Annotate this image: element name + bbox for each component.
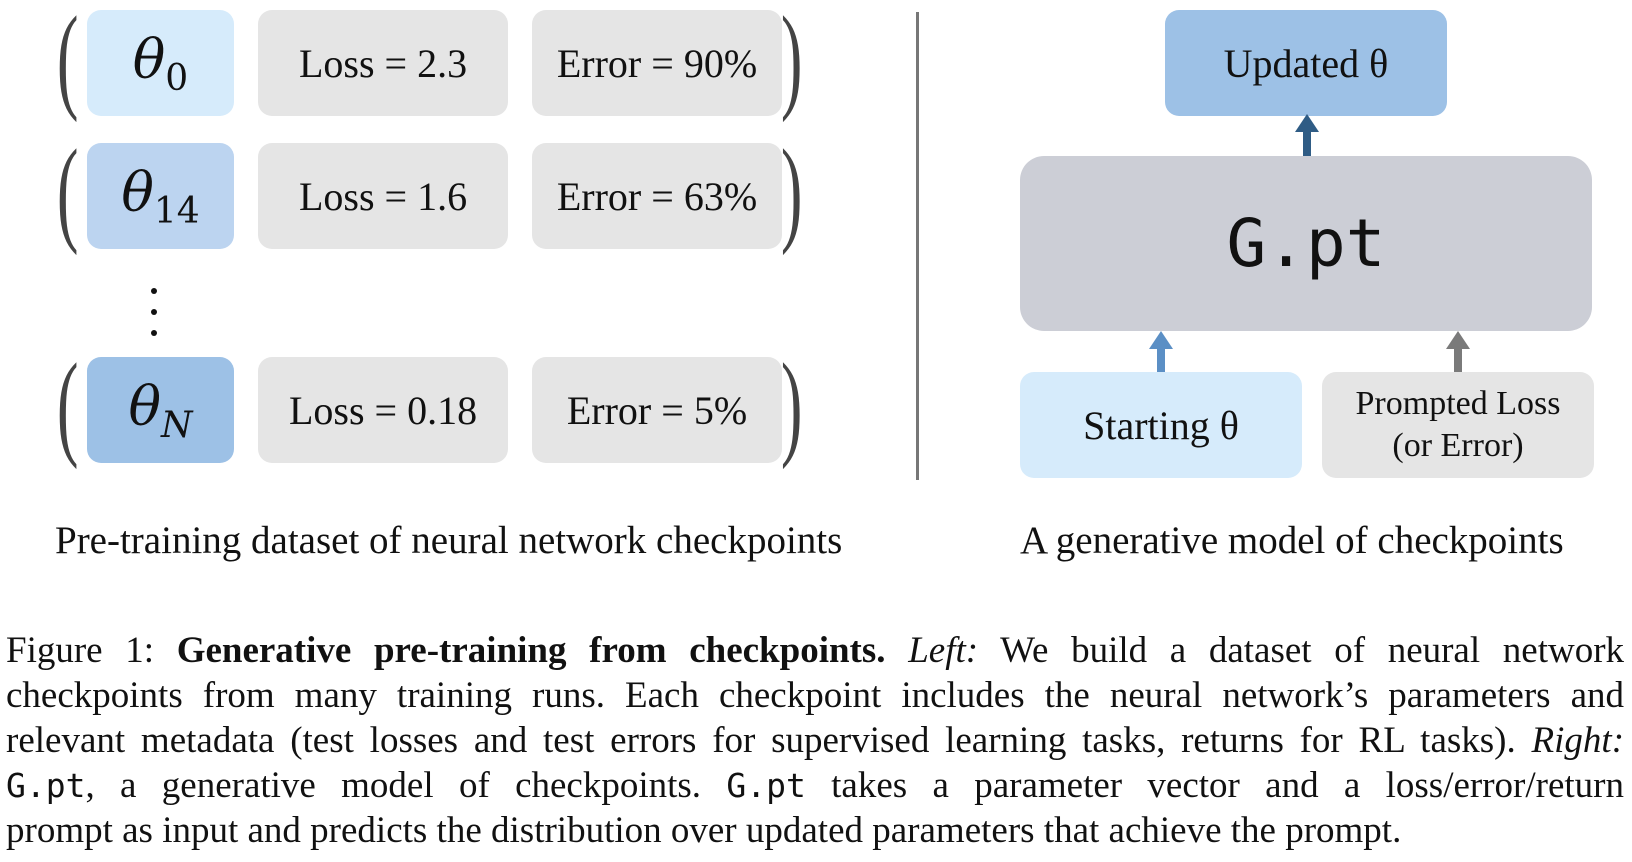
prompted-loss-label: Prompted Loss bbox=[1355, 385, 1561, 422]
left-paren: ( bbox=[56, 125, 79, 256]
prompted-error-label: (or Error) bbox=[1392, 427, 1524, 464]
theta-14-box: θ14 bbox=[87, 143, 234, 249]
loss-box: Loss = 0.18 bbox=[258, 357, 508, 463]
right-paren: ) bbox=[780, 0, 803, 123]
loss-box: Loss = 2.3 bbox=[258, 10, 508, 116]
right-panel-caption: A generative model of checkpoints bbox=[1020, 519, 1564, 562]
right-paren: ) bbox=[780, 339, 803, 470]
loss-box: Loss = 1.6 bbox=[258, 143, 508, 249]
left-panel-caption: Pre-training dataset of neural network c… bbox=[55, 519, 843, 562]
theta-0-box: θ0 bbox=[87, 10, 234, 116]
caption-line-1: Figure 1: Generative pre-training from c… bbox=[6, 630, 1625, 671]
prompted-loss-box: Prompted Loss (or Error) bbox=[1322, 372, 1594, 478]
checkpoint-row-n: ( θN Loss = 0.18 Error = 5% ) bbox=[50, 346, 810, 465]
up-arrow-theta-icon bbox=[1149, 331, 1173, 372]
theta-n-label: θN bbox=[128, 374, 193, 446]
up-arrow-prompt-icon bbox=[1446, 331, 1470, 372]
error-box: Error = 5% bbox=[532, 357, 782, 463]
error-box: Error = 63% bbox=[532, 143, 782, 249]
left-paren: ( bbox=[56, 0, 79, 123]
theta-14-label: θ14 bbox=[121, 160, 200, 232]
starting-theta-label: Starting θ bbox=[1083, 402, 1239, 448]
theta-n-box: θN bbox=[87, 357, 234, 463]
starting-theta-box: Starting θ bbox=[1020, 372, 1302, 478]
figure-caption: Figure 1: Generative pre-training from c… bbox=[6, 628, 1624, 853]
left-paren: ( bbox=[56, 339, 79, 470]
vertical-ellipsis bbox=[149, 288, 159, 348]
gpt-model-box: G.pt bbox=[1020, 156, 1592, 331]
caption-line-4: G.pt, a generative model of checkpoints.… bbox=[6, 765, 1624, 806]
caption-line-2: checkpoints from many training runs. Eac… bbox=[6, 675, 1624, 716]
theta-0-label: θ0 bbox=[132, 27, 189, 99]
checkpoint-row-0: ( θ0 Loss = 2.3 Error = 90% ) bbox=[50, 0, 810, 118]
checkpoint-row-14: ( θ14 Loss = 1.6 Error = 63% ) bbox=[50, 132, 810, 251]
gpt-model-label: G.pt bbox=[1226, 205, 1386, 282]
error-box: Error = 90% bbox=[532, 10, 782, 116]
up-arrow-output-icon bbox=[1295, 114, 1319, 156]
caption-line-3: relevant metadata (test losses and test … bbox=[6, 720, 1625, 761]
panel-divider bbox=[916, 12, 919, 480]
updated-theta-label: Updated θ bbox=[1223, 40, 1389, 86]
caption-line-5: prompt as input and predicts the distrib… bbox=[6, 810, 1402, 851]
right-paren: ) bbox=[780, 125, 803, 256]
updated-theta-box: Updated θ bbox=[1165, 10, 1447, 116]
